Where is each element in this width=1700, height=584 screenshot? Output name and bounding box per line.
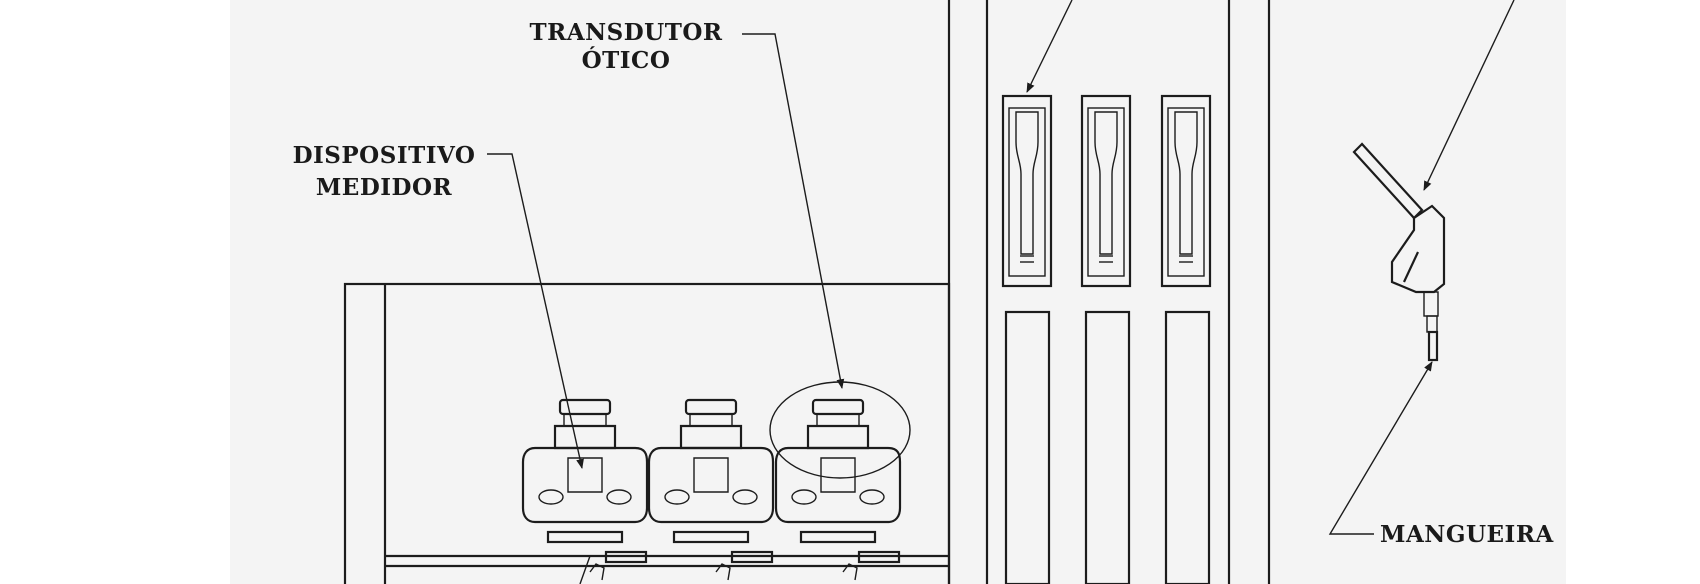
label-transdutor-line1: TRANSDUTOR (530, 19, 723, 46)
label-dispositivo-line2: MEDIDOR (316, 174, 453, 201)
label-dispositivo-line1: DISPOSITIVO (293, 142, 476, 169)
label-mangueira: MANGUEIRA (1380, 521, 1554, 548)
dispenser-column (947, 0, 1271, 584)
meter-1 (521, 398, 649, 581)
meter-2 (647, 398, 775, 581)
fuel-nozzle (1352, 142, 1446, 362)
meter-3 (774, 398, 902, 581)
nozzle-holster-2 (1080, 94, 1132, 288)
nozzle-holster-3 (1160, 94, 1212, 288)
nozzle-holster-1 (1001, 94, 1053, 288)
leader-lines (487, 0, 1515, 584)
label-transdutor-line2: ÓTICO (582, 47, 671, 74)
paper-sheet (230, 0, 1566, 584)
lower-panel-slots (1004, 310, 1211, 584)
